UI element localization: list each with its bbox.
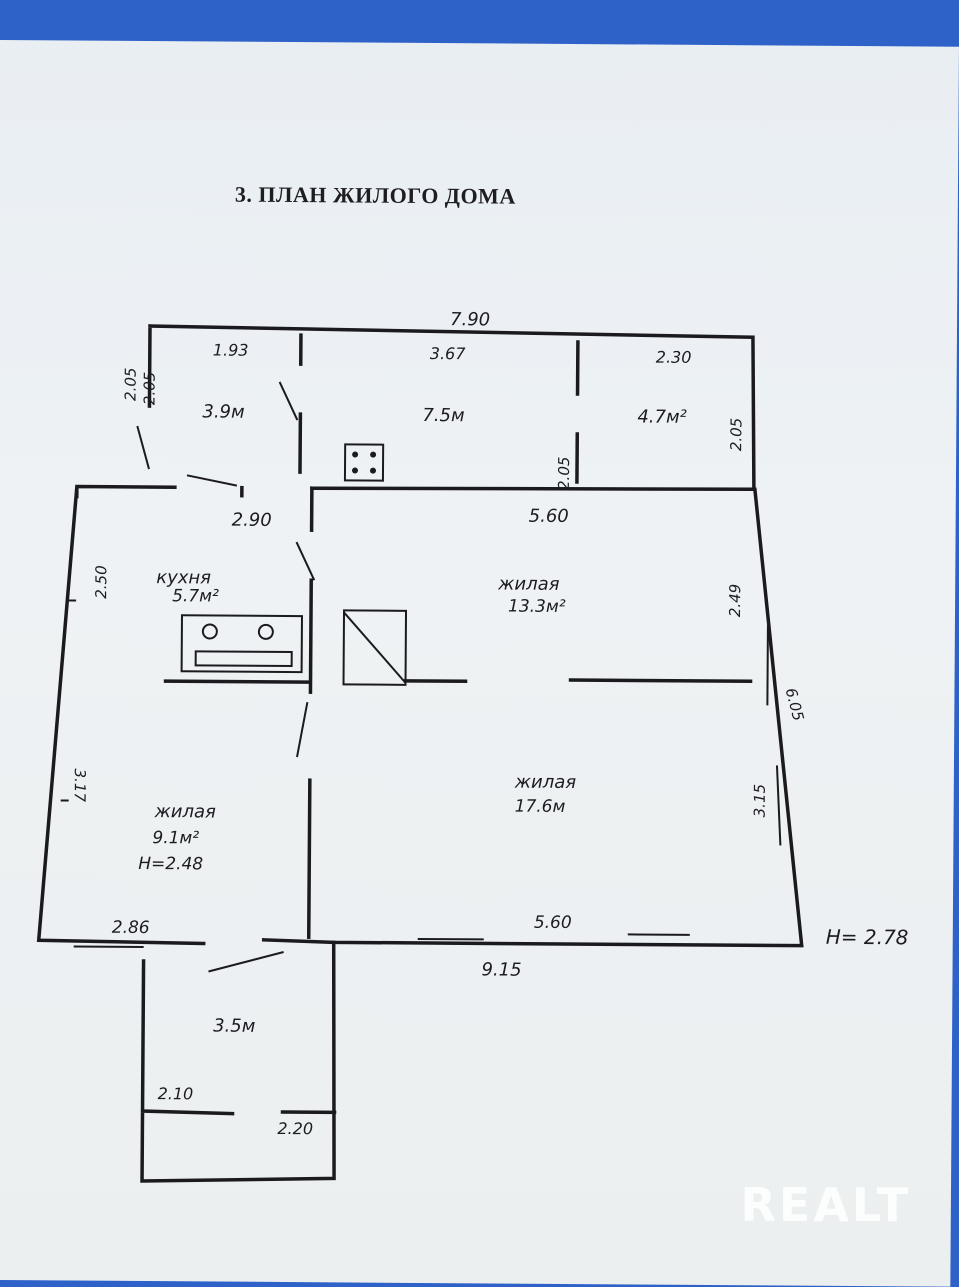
porch-area: 3.5м <box>213 1016 255 1037</box>
living-1-name: жилая <box>497 573 560 594</box>
dim-porch-bottom: 2.10 <box>158 1084 194 1103</box>
main-door-swing <box>187 475 237 485</box>
dim-right-lower: 3.15 <box>751 784 769 818</box>
entry-door-swing <box>137 426 149 469</box>
kitchen-bottom-wall <box>166 681 308 682</box>
room-area-2: 7.5м <box>422 405 464 426</box>
living-1-area: 13.3м² <box>508 597 566 617</box>
document-paper: 3. ПЛАН ЖИЛОГО ДОМА <box>0 40 959 1287</box>
dim-left-upper-2: 2.05 <box>140 372 158 406</box>
dim-porch-door: 2.20 <box>277 1119 313 1138</box>
kitchen-name: кухня <box>156 567 211 588</box>
porch-wall <box>142 941 336 1182</box>
living-2-name: жилая <box>514 772 577 793</box>
room-area-3: 4.7м² <box>637 406 687 427</box>
room-area-1: 3.9м <box>202 401 244 422</box>
dim-top-a: 1.93 <box>213 340 249 359</box>
kitchen-door-swing <box>296 542 314 580</box>
main-outer-wall <box>39 484 805 947</box>
dim-left-lower: 3.17 <box>71 769 89 803</box>
dim-mid-right: 5.60 <box>529 506 569 527</box>
porch-door-swing <box>209 951 284 972</box>
bedroom-door-swing <box>297 702 307 757</box>
dim-right-total: 6.05 <box>782 686 808 723</box>
floor-plan: 7.90 1.93 3.67 2.30 2.05 2.05 2.05 2.05 … <box>0 40 959 1287</box>
dim-bottom-left: 2.86 <box>112 918 150 938</box>
bedroom-height: H=2.48 <box>138 854 203 874</box>
living-partition <box>309 780 310 937</box>
living-divider-right <box>571 680 751 681</box>
living-2-area: 17.6м <box>515 797 566 817</box>
dim-top-c: 2.30 <box>656 348 692 367</box>
dim-right-living: 2.49 <box>726 584 744 618</box>
dim-right-upper: 2.05 <box>727 418 745 452</box>
dim-mid-partition: 2.05 <box>555 456 573 490</box>
dim-mid-left: 2.90 <box>232 510 272 531</box>
dim-left-upper-1: 2.05 <box>121 367 139 401</box>
bedroom-area: 9.1м² <box>152 828 199 848</box>
stove-symbol <box>345 444 383 480</box>
dim-left-kitchen: 2.50 <box>92 565 110 599</box>
dim-bottom-right: 5.60 <box>534 913 572 933</box>
dim-top-b: 3.67 <box>430 344 467 363</box>
dim-top-total: 7.90 <box>450 309 490 330</box>
height-total: H= 2.78 <box>826 925 909 950</box>
bedroom-name: жилая <box>154 801 217 822</box>
realt-logo: REALT <box>740 1178 911 1232</box>
dim-bottom-total: 9.15 <box>481 959 521 980</box>
kitchen-stove <box>182 615 302 672</box>
kitchen-partition <box>310 580 311 692</box>
kitchen-area: 5.7м² <box>172 586 219 606</box>
annex-door-swing <box>279 382 297 420</box>
